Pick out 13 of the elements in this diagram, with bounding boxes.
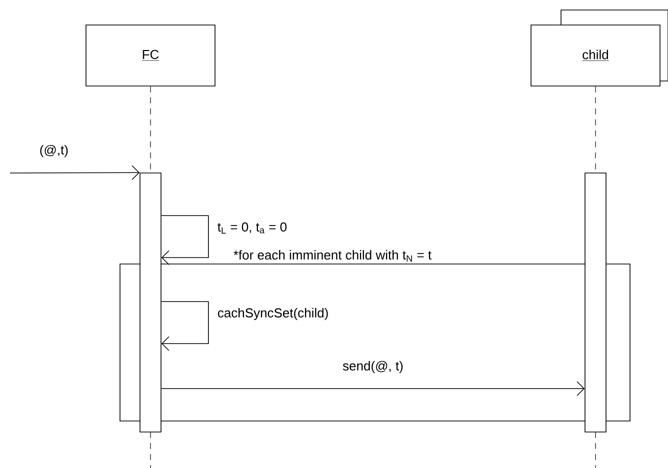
message-arrow xyxy=(161,381,585,396)
activation-bar xyxy=(584,172,606,432)
loop-condition: *for each imminent child with t$_{N}$ = t xyxy=(234,250,432,262)
participant-box: FC xyxy=(86,24,216,86)
message-label: (@,t) xyxy=(40,144,68,158)
message-arrow xyxy=(10,165,140,180)
message-label: send(@, t) xyxy=(342,360,403,374)
participant-box: child xyxy=(530,10,668,86)
activation-bar xyxy=(140,172,162,432)
self-message-arrow xyxy=(161,301,209,351)
message-label: cachSyncSet(child) xyxy=(218,308,328,320)
self-message-arrow xyxy=(161,215,209,265)
message-label: t$_{L}$ = 0, t$_{a}$ = 0 xyxy=(218,222,287,234)
